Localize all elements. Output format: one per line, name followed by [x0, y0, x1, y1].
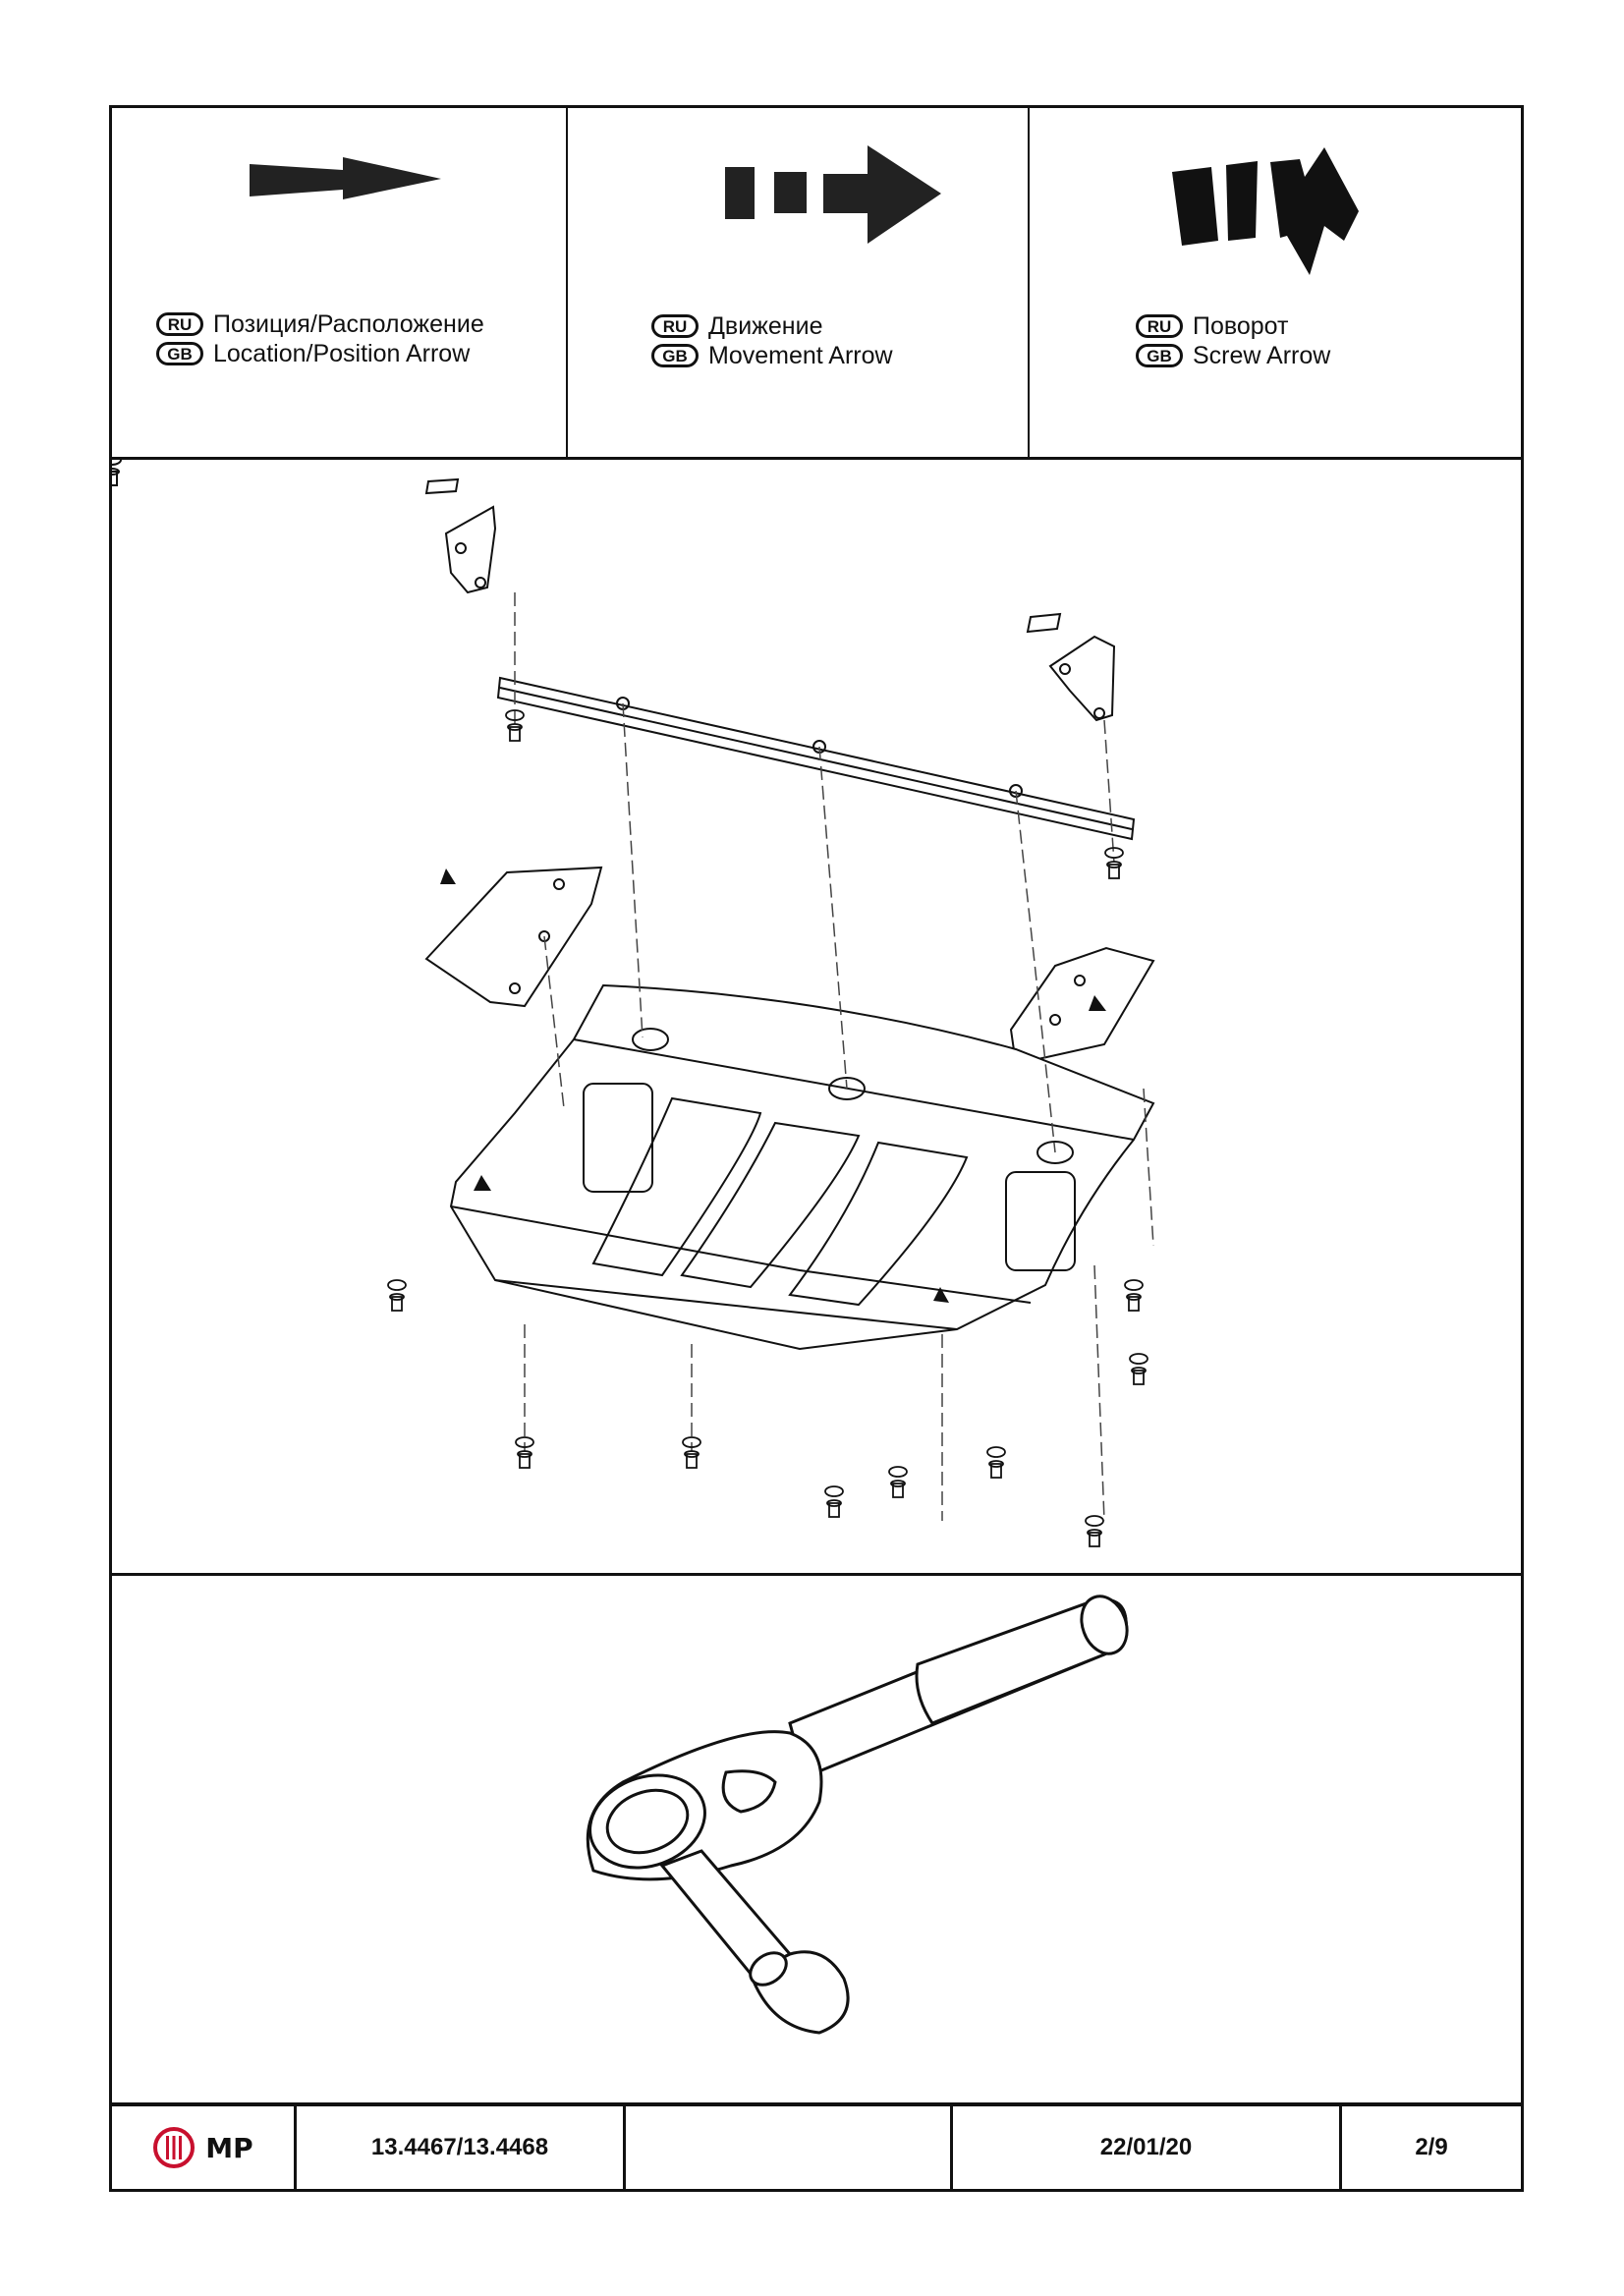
legend-movement-ru: Движение [708, 312, 823, 340]
screw-arrow-icon [1172, 147, 1359, 275]
title-block: MP 13.4467/13.4468 22/01/20 2/9 [112, 2106, 1521, 2189]
legend-screw: RU Поворот GB Screw Arrow [1030, 108, 1521, 457]
document-frame: RU Позиция/Расположение GB Location/Positi… [109, 105, 1524, 2192]
movement-arrow-icon [725, 145, 941, 244]
legend-location-ru: Позиция/Расположение [213, 310, 484, 338]
legend-screw-ru: Поворот [1193, 312, 1289, 340]
legend-location-gb: Location/Position Arrow [213, 340, 471, 367]
mp-logo-icon [153, 2127, 196, 2168]
ratchet-wrench-icon [586, 1595, 1129, 2035]
arrow-legend: RU Позиция/Расположение GB Location/Positi… [112, 108, 1521, 460]
assembly-diagram [112, 460, 1521, 1576]
tool-illustration [112, 1576, 1521, 2106]
ru-badge: RU [1136, 314, 1183, 338]
gb-badge: GB [651, 344, 699, 367]
page-number: 2/9 [1415, 2134, 1448, 2160]
location-arrow-icon [250, 157, 441, 199]
date: 22/01/20 [953, 2106, 1342, 2189]
gb-badge: GB [1136, 344, 1183, 367]
legend-movement-gb: Movement Arrow [708, 342, 893, 369]
legend-screw-gb: Screw Arrow [1193, 342, 1331, 369]
gb-badge: GB [156, 342, 203, 365]
legend-movement: RU Движение GB Movement Arrow [568, 108, 1030, 457]
blank-cell [626, 2106, 953, 2189]
legend-location: RU Позиция/Расположение GB Location/Positi… [112, 108, 568, 457]
part-number: 13.4467/13.4468 [297, 2106, 626, 2189]
logo-cell: MP [112, 2106, 297, 2189]
ru-badge: RU [651, 314, 699, 338]
ru-badge: RU [156, 312, 203, 336]
skid-plate-assembly-diagram [112, 460, 1155, 1547]
logo-text: MP [205, 2131, 253, 2164]
